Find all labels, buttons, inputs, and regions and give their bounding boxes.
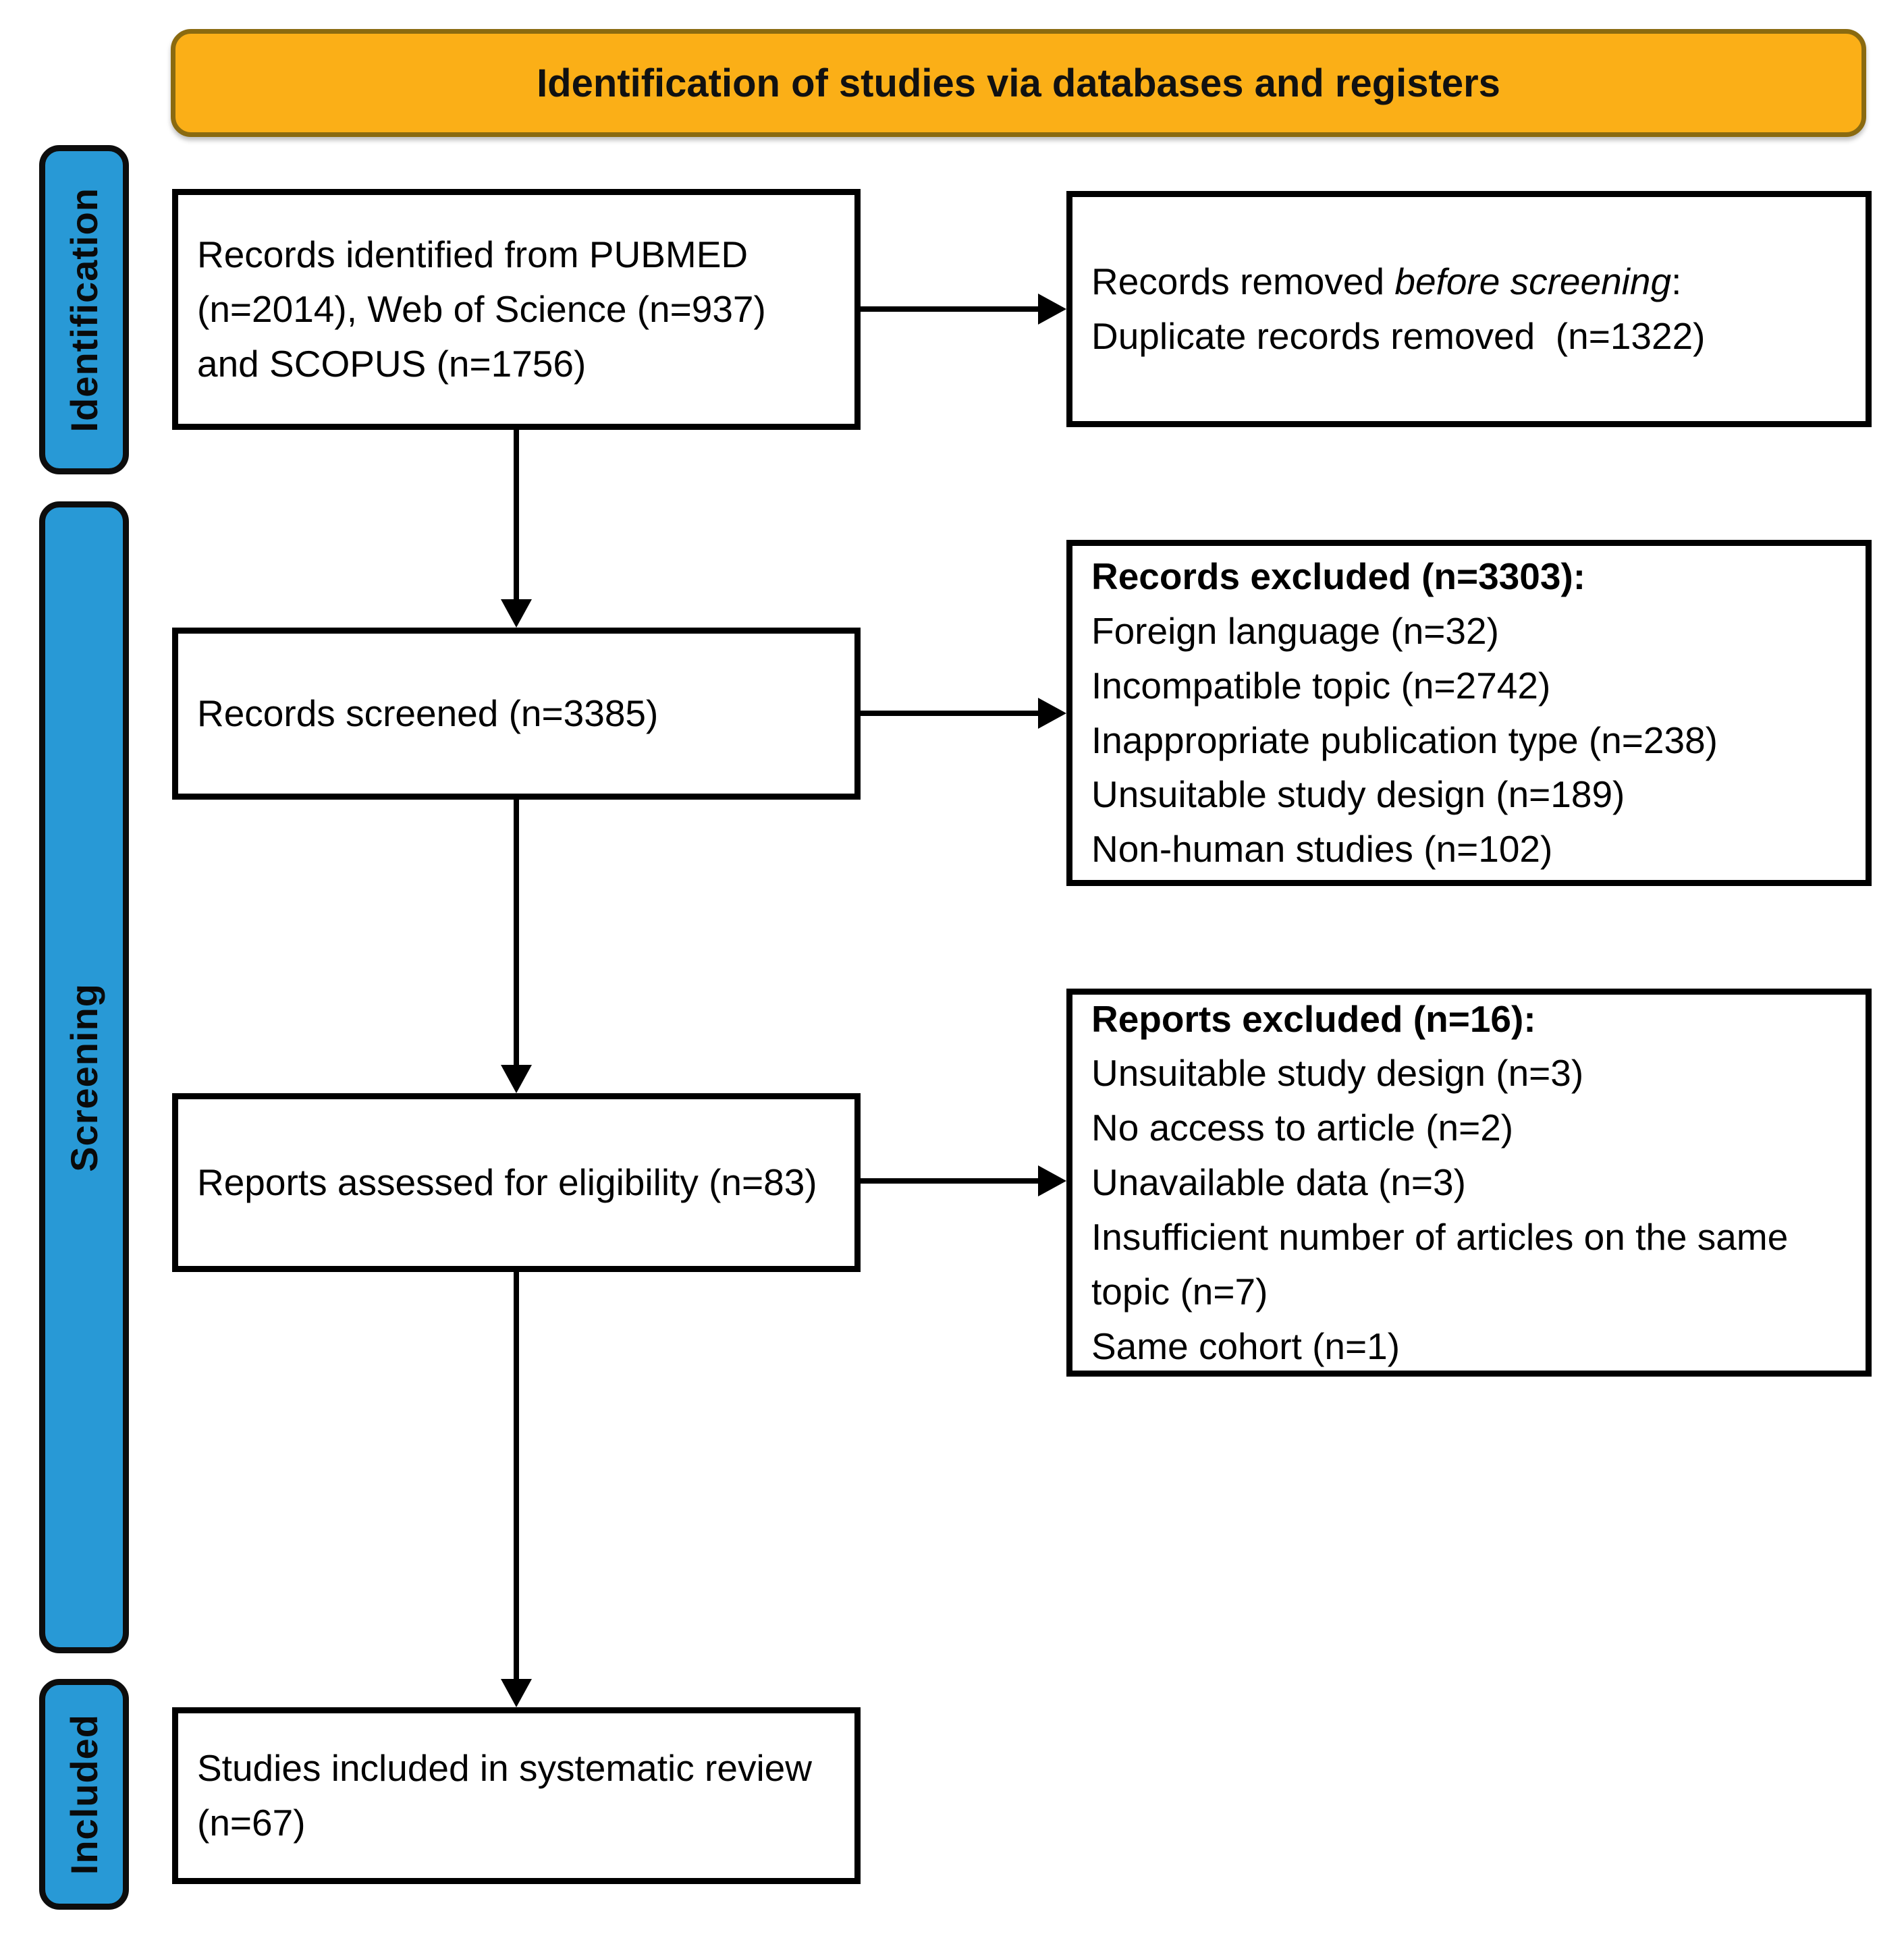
arrow-assessed-to-excluded-head <box>1038 1165 1066 1196</box>
arrow-assessed-to-excluded-line <box>861 1178 1039 1184</box>
arrow-screened-to-assessed-line <box>514 800 519 1066</box>
title-banner: Identification of studies via databases … <box>171 29 1866 137</box>
stage-label-identification: Identification <box>39 145 129 474</box>
box-records-identified: Records identified from PUBMED (n=2014),… <box>172 189 861 430</box>
stage-label-screening-text: Screening <box>63 983 105 1172</box>
records-excluded-item: Foreign language (n=32) <box>1091 609 1499 652</box>
arrow-screened-to-assessed-head <box>501 1065 532 1093</box>
stage-label-screening: Screening <box>39 501 129 1653</box>
records-excluded-item: Inappropriate publication type (n=238) <box>1091 719 1718 761</box>
box-studies-included: Studies included in systematic review (n… <box>172 1707 861 1884</box>
arrow-identified-to-removed-head <box>1038 294 1066 325</box>
reports-excluded-item: Same cohort (n=1) <box>1091 1325 1400 1367</box>
reports-excluded-item: Unsuitable study design (n=3) <box>1091 1052 1584 1095</box>
stage-label-included-text: Included <box>63 1713 105 1875</box>
box-reports-excluded-header: Reports excluded (n=16): <box>1091 997 1536 1040</box>
box-records-identified-text: Records identified from PUBMED (n=2014),… <box>197 233 777 385</box>
records-excluded-item: Incompatible topic (n=2742) <box>1091 664 1551 707</box>
arrow-identified-to-removed-line <box>861 306 1039 312</box>
arrow-assessed-to-included-head <box>501 1679 532 1707</box>
stage-label-included: Included <box>39 1679 129 1910</box>
stage-label-identification-text: Identification <box>63 187 105 433</box>
arrow-identified-to-screened-line <box>514 430 519 601</box>
arrow-screened-to-excluded-line <box>861 711 1039 716</box>
box-records-screened-text: Records screened (n=3385) <box>197 692 659 735</box>
records-removed-italic: before screening <box>1394 260 1672 303</box>
box-records-removed-line1: Records removed before screening: <box>1091 254 1847 309</box>
records-excluded-item: Non-human studies (n=102) <box>1091 828 1553 871</box>
records-removed-prefix: Records removed <box>1091 260 1395 303</box>
reports-excluded-item: Unavailable data (n=3) <box>1091 1161 1466 1204</box>
box-records-removed-line2: Duplicate records removed (n=1322) <box>1091 315 1706 357</box>
box-reports-assessed: Reports assessed for eligibility (n=83) <box>172 1093 861 1272</box>
arrow-assessed-to-included-line <box>514 1272 519 1680</box>
box-records-excluded-header: Records excluded (n=3303): <box>1091 555 1586 597</box>
title-banner-text: Identification of studies via databases … <box>537 61 1500 105</box>
records-excluded-item: Unsuitable study design (n=189) <box>1091 773 1625 816</box>
records-removed-colon: : <box>1671 260 1682 303</box>
box-studies-included-text: Studies included in systematic review (n… <box>197 1747 823 1844</box>
arrow-identified-to-screened-head <box>501 599 532 628</box>
box-reports-excluded: Reports excluded (n=16): Unsuitable stud… <box>1066 989 1872 1377</box>
box-records-removed: Records removed before screening: Duplic… <box>1066 191 1872 427</box>
box-reports-assessed-text: Reports assessed for eligibility (n=83) <box>197 1161 817 1204</box>
reports-excluded-item: No access to article (n=2) <box>1091 1107 1514 1149</box>
arrow-screened-to-excluded-head <box>1038 698 1066 729</box>
reports-excluded-item: Insufficient number of articles on the s… <box>1091 1215 1799 1313</box>
box-records-excluded: Records excluded (n=3303): Foreign langu… <box>1066 540 1872 886</box>
box-records-screened: Records screened (n=3385) <box>172 628 861 800</box>
